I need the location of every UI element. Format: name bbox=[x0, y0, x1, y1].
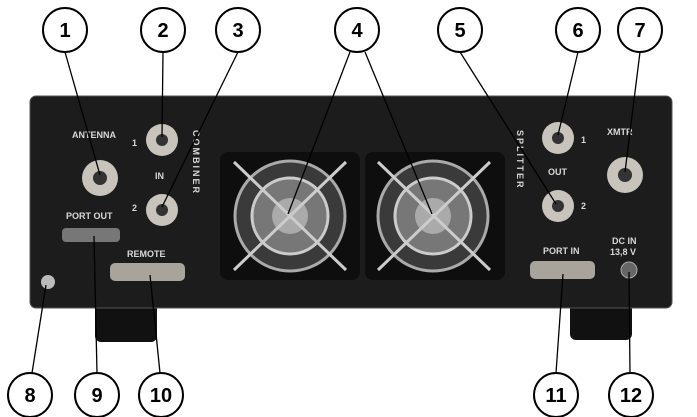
svg-text:2: 2 bbox=[157, 20, 168, 42]
antenna-connector bbox=[82, 160, 118, 196]
label-dc-voltage: 13,8 V bbox=[610, 247, 636, 257]
label-out: OUT bbox=[548, 167, 568, 177]
svg-text:7: 7 bbox=[634, 20, 645, 42]
callout-3: 3 bbox=[215, 7, 261, 53]
combiner-in-1-connector bbox=[146, 124, 178, 156]
label-combiner: COMBINER bbox=[191, 130, 201, 195]
svg-text:4: 4 bbox=[351, 20, 363, 42]
callout-10: 10 bbox=[138, 372, 184, 417]
remote-db15 bbox=[110, 263, 185, 281]
port-in-db9 bbox=[530, 261, 595, 279]
label-dc-in: DC IN bbox=[612, 236, 637, 246]
svg-text:5: 5 bbox=[454, 20, 465, 42]
callout-2: 2 bbox=[140, 7, 186, 53]
cooling-fan-left bbox=[220, 152, 360, 280]
cooling-fan-right bbox=[365, 152, 505, 280]
label-port-out: PORT OUT bbox=[66, 211, 113, 221]
callout-4: 4 bbox=[334, 7, 380, 53]
callout-9: 9 bbox=[74, 372, 120, 417]
callout-12: 12 bbox=[608, 372, 654, 417]
label-out-1: 1 bbox=[581, 135, 586, 145]
callout-8: 8 bbox=[7, 372, 53, 417]
callout-7: 7 bbox=[617, 7, 663, 53]
callout-1: 1 bbox=[42, 7, 88, 53]
label-splitter: SPLITTER bbox=[515, 130, 525, 190]
svg-text:9: 9 bbox=[91, 385, 102, 407]
port-out-db9 bbox=[62, 228, 120, 242]
svg-text:10: 10 bbox=[150, 385, 172, 407]
callout-5: 5 bbox=[437, 7, 483, 53]
label-in-2: 2 bbox=[132, 203, 137, 213]
svg-text:11: 11 bbox=[545, 385, 566, 407]
label-out-2: 2 bbox=[581, 201, 586, 211]
svg-text:3: 3 bbox=[232, 20, 243, 42]
label-remote: REMOTE bbox=[127, 249, 166, 259]
label-in: IN bbox=[155, 171, 164, 181]
svg-text:8: 8 bbox=[24, 385, 35, 407]
leader-lines bbox=[31, 51, 641, 374]
label-antenna: ANTENNA bbox=[72, 130, 116, 140]
label-port-in: PORT IN bbox=[543, 246, 580, 256]
foot-right bbox=[570, 300, 632, 340]
ground-screw bbox=[41, 275, 55, 289]
svg-text:12: 12 bbox=[620, 385, 642, 407]
combiner-in-2-connector bbox=[146, 194, 178, 226]
svg-text:1: 1 bbox=[59, 20, 70, 42]
foot-left bbox=[95, 300, 157, 342]
label-in-1: 1 bbox=[132, 138, 137, 148]
splitter-out-2-connector bbox=[542, 190, 574, 222]
label-xmtr: XMTR bbox=[607, 127, 633, 137]
callout-11: 11 bbox=[533, 372, 579, 417]
svg-text:6: 6 bbox=[572, 20, 583, 42]
splitter-out-1-connector bbox=[542, 122, 574, 154]
xmtr-connector bbox=[607, 157, 643, 193]
callout-6: 6 bbox=[555, 7, 601, 53]
